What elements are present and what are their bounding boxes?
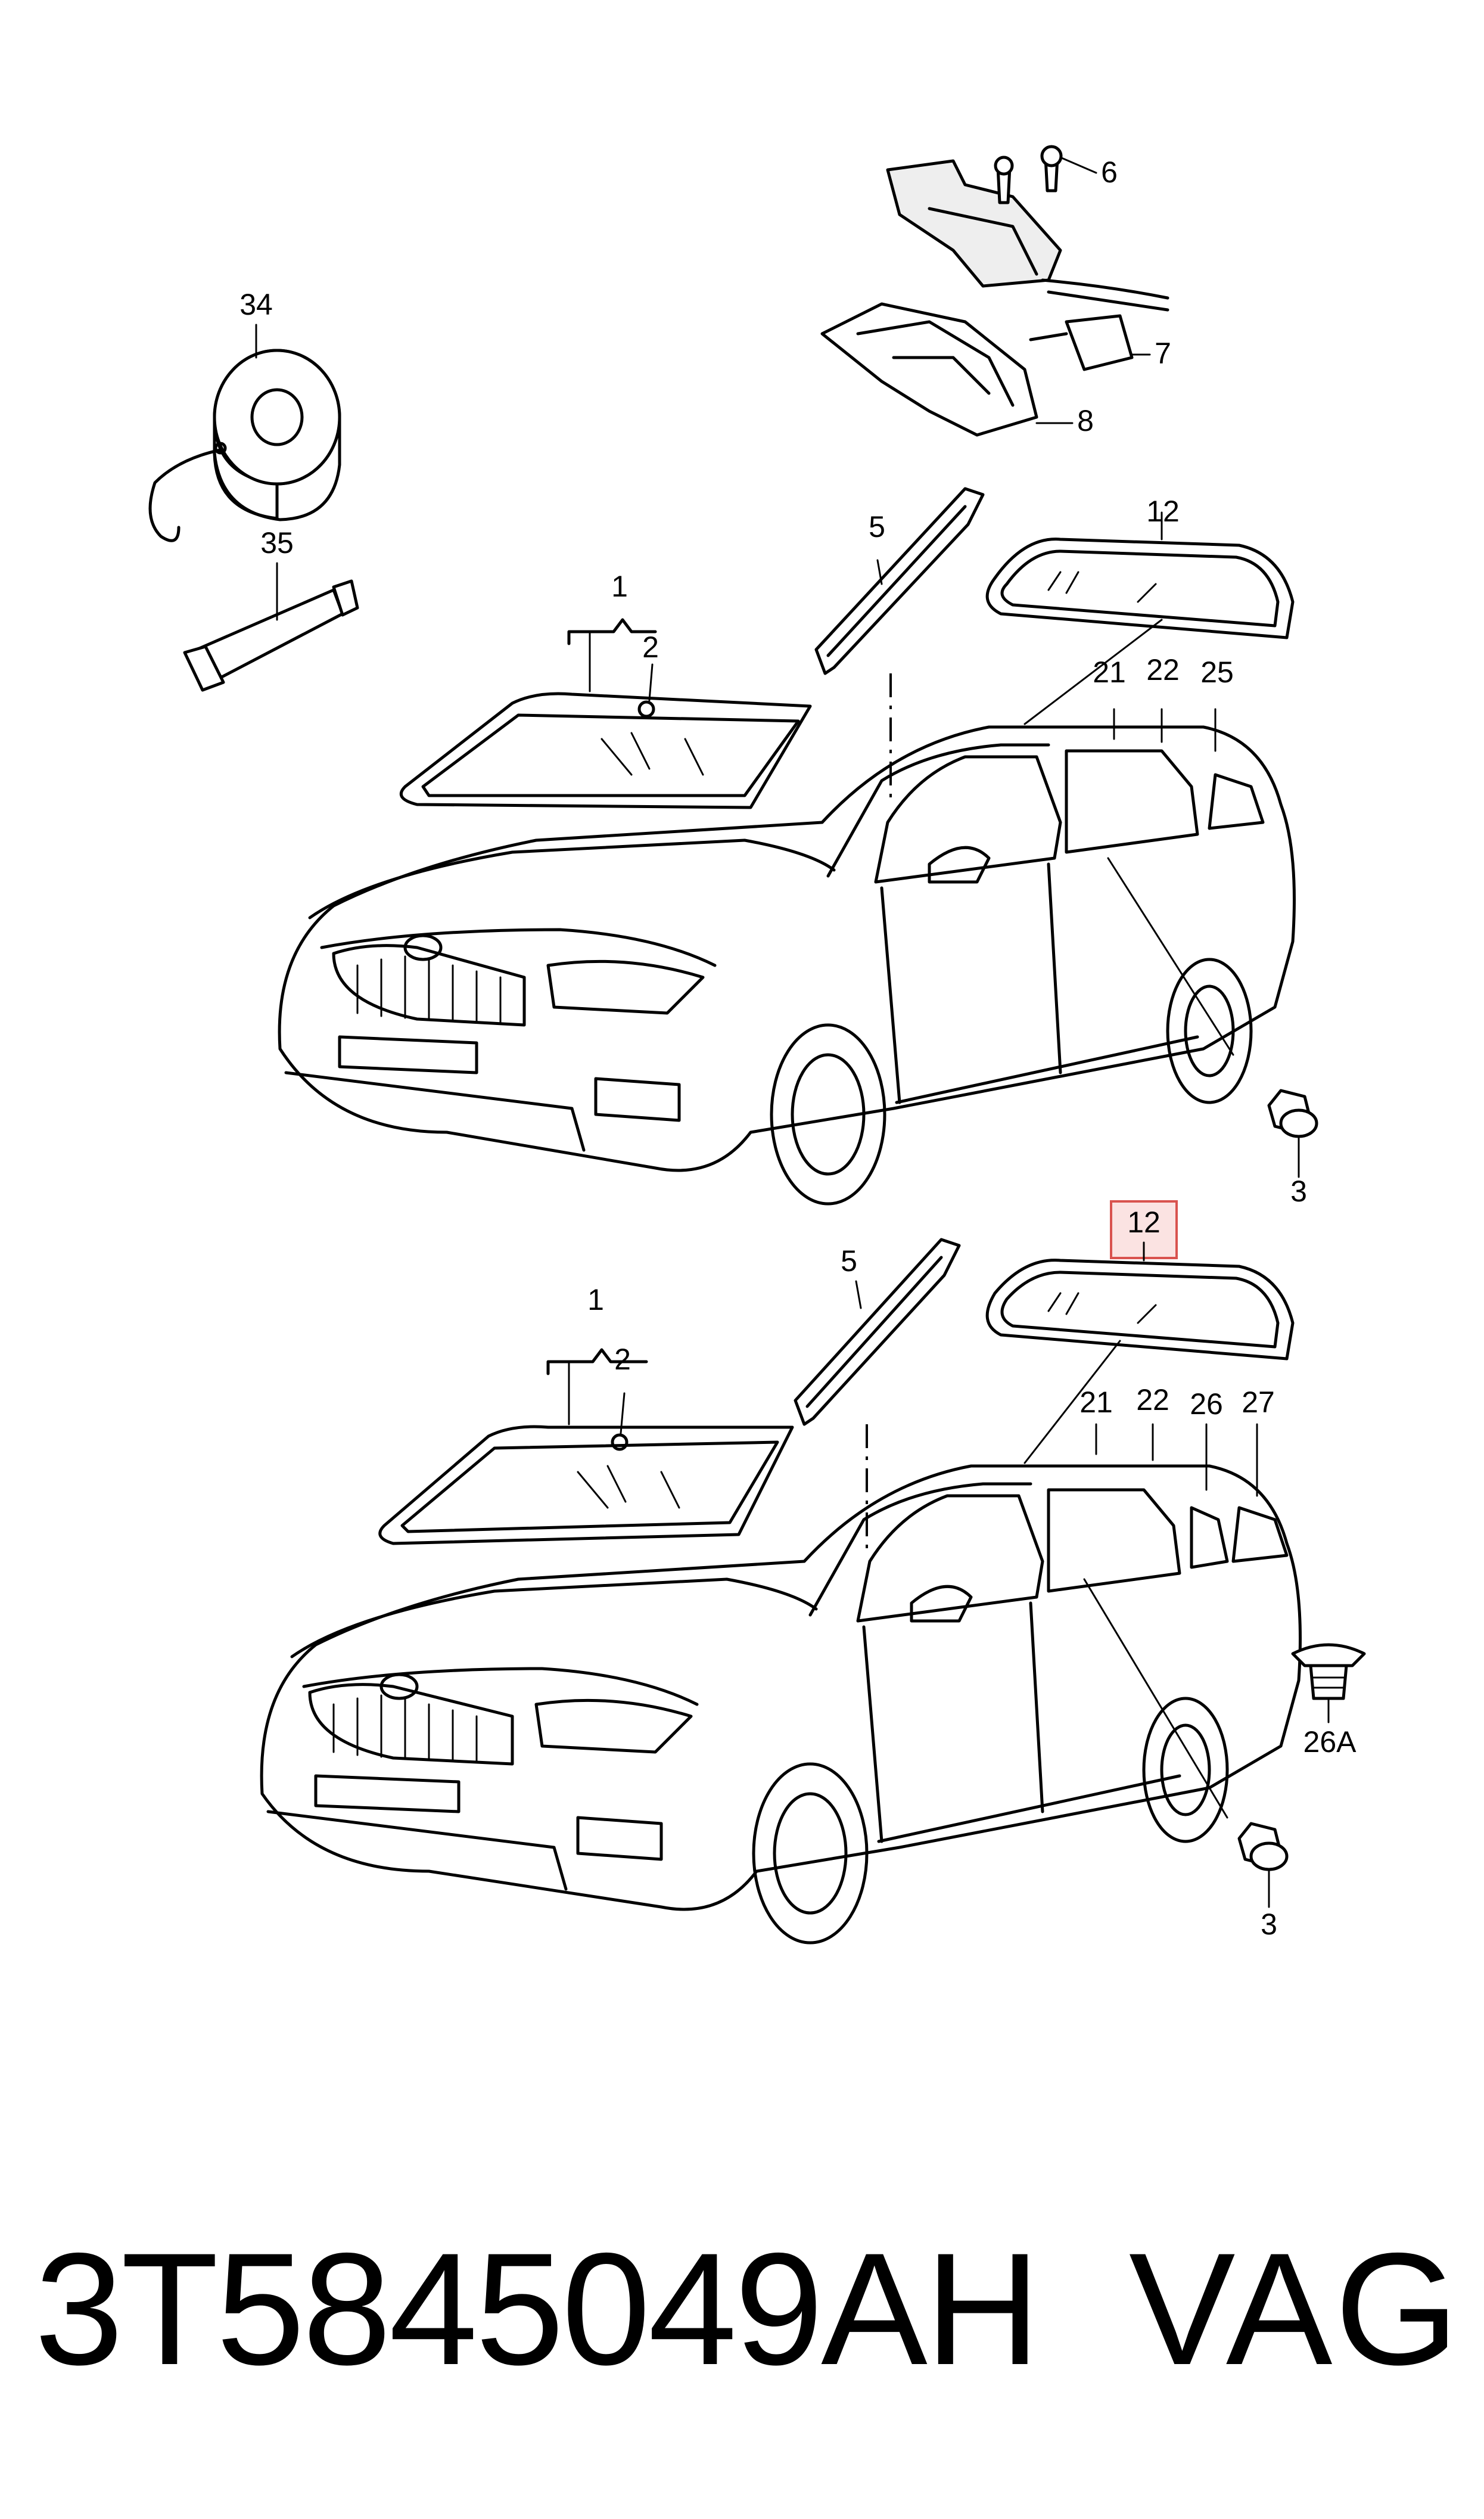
clip-fastener-lower [1237, 1822, 1289, 1908]
a-pillar-trim-lower [794, 1238, 961, 1426]
rear-window-glass [985, 511, 1295, 639]
callout-25: 25 [1200, 656, 1234, 689]
callout-3: 3 [1261, 1908, 1277, 1941]
clip-fastener [1267, 1089, 1318, 1178]
callout-2: 2 [614, 1343, 631, 1376]
car-body-bottom [260, 1340, 1302, 1945]
callout-12-highlighted: 12 [1127, 1206, 1161, 1239]
retaining-clip-26a [1291, 1643, 1366, 1723]
callout-3: 3 [1290, 1175, 1307, 1208]
adhesive-tube [183, 562, 359, 692]
adhesive-tape-roll [148, 324, 341, 542]
callout-5: 5 [841, 1244, 857, 1278]
callout-8: 8 [1077, 404, 1094, 437]
callout-27: 27 [1242, 1386, 1275, 1419]
windscreen-lower [378, 1348, 794, 1545]
part-footer: 3T5845049AH VAG [0, 2229, 1484, 2408]
sensor-mount-assembly [820, 145, 1169, 437]
bottom-assembly: 12 5 1 2 21 22 26 27 26A 3 [260, 1200, 1366, 1945]
callout-7: 7 [1155, 337, 1171, 370]
callout-1: 1 [611, 570, 628, 603]
top-assembly: 34 35 6 7 8 5 12 1 2 21 22 25 3 [148, 145, 1318, 1208]
callout-35: 35 [260, 526, 294, 560]
callout-5: 5 [869, 510, 885, 543]
callout-21: 21 [1079, 1386, 1113, 1419]
windscreen [399, 618, 812, 809]
part-number: 3T5845049AH [35, 2219, 1040, 2398]
callout-1: 1 [587, 1283, 604, 1316]
brand-label: VAG [1128, 2219, 1461, 2398]
a-pillar-trim [814, 487, 985, 675]
callout-34: 34 [239, 288, 273, 321]
callout-22: 22 [1136, 1383, 1169, 1417]
callout-2: 2 [642, 630, 659, 664]
callout-21: 21 [1093, 656, 1126, 689]
rear-window-glass-lower [985, 1241, 1295, 1361]
callout-26a: 26A [1303, 1725, 1357, 1759]
callout-6: 6 [1101, 156, 1118, 189]
car-body-top [278, 619, 1296, 1206]
callout-22: 22 [1146, 653, 1180, 687]
callout-26: 26 [1190, 1387, 1223, 1421]
callout-12: 12 [1146, 495, 1180, 528]
